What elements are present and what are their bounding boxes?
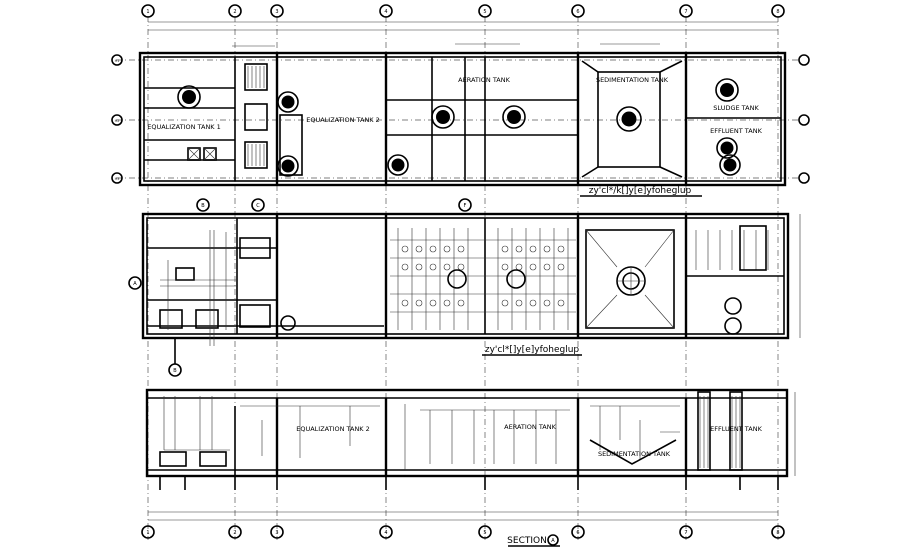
top-plan: EQUALIZATION TANK 1 EQUALIZATION TANK 2 … [138,43,787,197]
grid-bubble [111,172,123,184]
grid-bubble-label: 6 [576,9,579,15]
top-plan-title: zy'cl*/k[]y[e]yfoheglup [589,186,692,196]
section-callout [196,198,210,212]
grid-bubble [270,4,284,18]
grid-bubble-label: 1 [146,530,149,536]
grid-bubble [228,4,242,18]
section-callout-label: F [464,203,467,209]
grid-bubble [379,4,393,18]
grid-bubble [771,4,785,18]
section-callout [251,198,265,212]
section-callout-label: B [173,368,177,374]
section-callout-label: A [133,281,137,287]
grid-bubble-label: 5 [483,530,486,536]
grid-bubble-label: 3 [275,9,278,15]
grid-bubbles-side: H1 H2 H3 [111,54,810,184]
section-tank-label-aeration: AERATION TANK [504,423,556,431]
tank-label-sludge: SLUDGE TANK [713,104,759,112]
tank-label-equalization-1: EQUALIZATION TANK 1 [147,123,221,131]
diffuser-grid [390,228,576,330]
section-callout-label: B [201,203,205,209]
grid-bubble [111,54,123,66]
section-tank-label-effluent: EFFLUENT TANK [710,425,762,433]
tank-label-equalization-2: EQUALIZATION TANK 2 [306,116,380,124]
section-callout [458,198,472,212]
grid-bubble-label: H3 [115,177,120,181]
grid-bubble-label: 8 [776,9,779,15]
section-title-block: SECTION A [507,534,560,547]
grid-bubble-label: 4 [384,9,387,15]
grid-bubble-label: 2 [233,9,236,15]
grid-bubble [478,4,492,18]
grid-bubbles-bottom: 1 2 3 4 5 6 7 8 [141,511,785,539]
section-callout [128,276,142,290]
middle-plan-title: zy'cl*[]y[e]yfoheglup [485,345,580,355]
section-title-marker-label: A [551,538,555,544]
section-tank-label-equalization-2: EQUALIZATION TANK 2 [296,425,370,433]
section-title: SECTION [507,536,547,546]
section-callout-label: C [256,203,260,209]
grid-bubble [111,114,123,126]
grid-bubble-label: 5 [483,9,486,15]
tank-label-sedimentation: SEDIMENTATION TANK [596,76,669,84]
section-view: EQUALIZATION TANK 2 AERATION TANK SEDIME… [145,388,796,490]
grid-bubble-label: 8 [776,530,779,536]
section-tank-label-sedimentation: SEDIMENTATION TANK [598,450,671,458]
grid-bubble-label: H1 [115,59,120,63]
grid-bubble [141,4,155,18]
grid-bubble-label: 1 [146,9,149,15]
tank-label-effluent: EFFLUENT TANK [710,127,762,135]
grid-bubble-label: 4 [384,530,387,536]
grid-bubbles-top: 1 2 3 4 5 6 7 8 [141,4,785,31]
grid-bubble-label: 7 [684,9,687,15]
tank-label-aeration: AERATION TANK [458,76,510,84]
grid-bubble-label: 7 [684,530,687,536]
grid-bubble-label: H2 [115,119,120,123]
grid-bubble [679,4,693,18]
grid-bubble-label: 2 [233,530,236,536]
grid-bubble-label: 6 [576,530,579,536]
grid-bubble-label: 3 [275,530,278,536]
section-title-marker [547,534,559,546]
middle-plan: B C F A B zy'cl*[]y[e]yfoheglup [128,198,801,377]
grid-bubble [571,4,585,18]
